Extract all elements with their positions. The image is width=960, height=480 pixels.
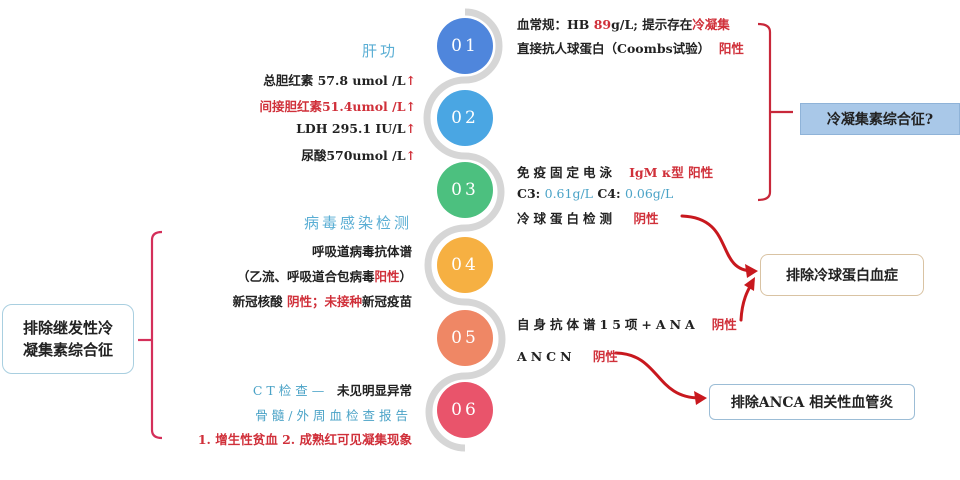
liver-row: 间接胆红素51.4umol /L↑ [259,99,416,114]
step-label: 02 [451,108,479,128]
step-circle-06: 06 [437,382,493,438]
timeline-connector [423,8,506,452]
virus-line: 呼吸道病毒抗体谱 [311,244,412,259]
left-bracket [138,230,163,440]
step-label: 06 [451,400,479,420]
step-circle-02: 02 [437,90,493,146]
up-arrow-icon: ↑ [405,73,416,88]
liver-row: LDH 295.1 IU/L↑ [296,121,416,136]
exclude-secondary-box: 排除继发性冷 凝集素综合征 [2,304,134,374]
step-circle-03: 03 [437,162,493,218]
up-arrow-icon: ↑ [405,99,416,114]
coombs-test-line: 直接抗人球蛋白（Coombs试验） 阳性 [517,41,744,56]
up-arrow-icon: ↑ [405,148,416,163]
ct-line: CT检查— 未见明显异常 [252,383,412,398]
exclude-anca-vasculitis-box: 排除ANCA 相关性血管炎 [709,384,915,420]
right-bracket [757,22,793,202]
ancn-line: ANCN 阴性 [517,349,618,364]
exclude-cryoglobulinemia-box: 排除冷球蛋白血症 [760,254,924,296]
marrow-heading: 骨髓/外周血检查报告 [255,408,412,423]
blood-routine-line: 血常规：HB 89g/L; 提示存在冷凝集 [517,17,730,32]
virus-heading: 病毒感染检测 [303,214,412,232]
virus-line: 新冠核酸 阴性；未接种新冠疫苗 [232,294,412,309]
cryoglobulin-line: 冷球蛋白检测 阴性 [517,211,659,226]
liver-row: 总胆红素 57.8 umol /L↑ [263,73,416,88]
step-circle-01: 01 [437,18,493,74]
cold-agglutinin-box: 冷凝集素综合征? [800,103,960,135]
complement-line: C3: 0.61g/L C4: 0.06g/L [517,186,674,201]
step-label: 04 [451,255,479,275]
step-circle-05: 05 [437,310,493,366]
red-arrows [614,214,754,400]
step-label: 03 [451,180,479,200]
liver-heading: 肝功 [362,42,399,60]
liver-row: 尿酸570umol /L↑ [301,148,416,163]
marrow-result: 1. 增生性贫血 2. 成熟红可见凝集现象 [197,432,412,447]
up-arrow-icon: ↑ [405,121,416,136]
step-circle-04: 04 [437,237,493,293]
step-label: 05 [451,328,479,348]
step-label: 01 [451,36,479,56]
autoantibody-line: 自身抗体谱15项+ANA 阴性 [517,317,737,332]
arrowheads [694,264,758,405]
immunofixation-line: 免疫固定电泳 IgM κ型 阳性 [517,165,714,180]
virus-line: （乙流、呼吸道合包病毒阳性） [236,269,412,284]
